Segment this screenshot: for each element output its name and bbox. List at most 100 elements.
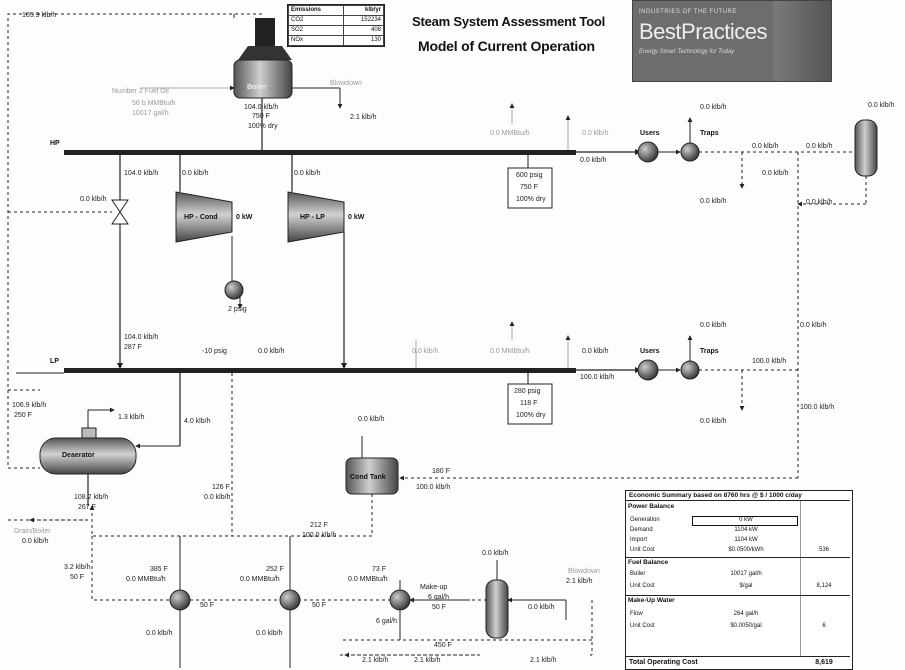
- hp-user-label: 0.0 klb/h: [580, 157, 606, 165]
- cond-tank-label: Cond Tank: [350, 474, 386, 482]
- makeup-temp: 50 F: [432, 604, 446, 612]
- blowdown2-value: 2.1 klb/h: [566, 578, 592, 586]
- hx2-bottom-flow: 0.0 klb/h: [256, 630, 282, 638]
- hx1-duty: 0.0 MMBtu/h: [126, 576, 166, 584]
- econ-row-value: $/gal: [716, 583, 776, 589]
- fuel-note: 10017 gal/h: [132, 110, 169, 118]
- econ-divider: [626, 595, 850, 596]
- boiler-shape: [234, 60, 292, 98]
- lp-mid-flow: 0.0 klb/h: [258, 348, 284, 356]
- econ-row-cost: 6: [802, 623, 846, 629]
- boiler-stack: [255, 18, 275, 46]
- blowdown2-label: Blowdown: [568, 568, 600, 576]
- hp-flash-tank: [855, 120, 877, 176]
- total-operating-cost-row: Total Operating Cost 8,619: [626, 656, 850, 669]
- lp-inflow-temp: 287 F: [124, 344, 142, 352]
- fuel-balance-title: Fuel Balance: [628, 559, 668, 566]
- prv-flow: 104.0 klb/h: [124, 170, 158, 178]
- bottom-temp: 50 F: [312, 602, 326, 610]
- cond-left-flow: 0.0 klb/h: [204, 494, 230, 502]
- total-label: Total Operating Cost: [629, 657, 698, 669]
- hp-right-flow: 0.0 klb/h: [752, 143, 778, 151]
- hp-trap-top: 0.0 klb/h: [700, 104, 726, 112]
- bottom-row-temp: 450 F: [434, 642, 452, 650]
- hplp-turbine-flow: 0.0 klb/h: [294, 170, 320, 178]
- econ-row-label: Unit Cost: [630, 623, 655, 629]
- deaerator-out-temp: 267 F: [78, 504, 96, 512]
- lp-trap: [681, 361, 699, 379]
- lp-header-pressure: 280 psig: [514, 388, 540, 396]
- hx3-duty: 0.0 MMBtu/h: [348, 576, 388, 584]
- deaerator-vent: 1.3 klb/h: [118, 414, 144, 422]
- deaerator-inflow: 106.9 klb/h: [12, 402, 46, 410]
- cond-tank-in-flow: 100.0 klb/h: [416, 484, 450, 492]
- deaerator-outflow: 108.2 klb/h: [74, 494, 108, 502]
- blowdown-label: Blowdown: [330, 80, 362, 88]
- lp-users: [638, 360, 658, 380]
- lp-vent-heat: 0.0 MMBtu/h: [490, 348, 530, 356]
- econ-row-cost: 536: [802, 547, 846, 553]
- hp-header-temp: 750 F: [520, 184, 538, 192]
- cond-power: 0 kW: [236, 214, 252, 222]
- hp-header-quality: 100% dry: [516, 196, 546, 204]
- econ-row-label: Flow: [630, 611, 643, 617]
- lp-header-pipe: [64, 368, 576, 373]
- bottom-temp: 50 F: [200, 602, 214, 610]
- flash2-mid-flow: 0.0 klb/h: [528, 604, 554, 612]
- hp-users-label: Users: [640, 130, 659, 138]
- lp-label: LP: [50, 358, 59, 366]
- hx1-temp-out: 385 F: [150, 566, 168, 574]
- hp-user-label: 0.0 klb/h: [582, 130, 608, 138]
- flash2-top-flow: 0.0 klb/h: [482, 550, 508, 558]
- bottom-row-flow: 2.1 klb/h: [414, 657, 440, 665]
- hp-trap-bottom: 0.0 klb/h: [700, 198, 726, 206]
- feed-flow-label: 105.9 klb/h: [22, 12, 56, 20]
- prv-left-flow: 0.0 klb/h: [80, 196, 106, 204]
- cost-column-divider: [800, 501, 801, 657]
- power-balance-title: Power Balance: [628, 503, 674, 510]
- hp-vent-label: 0.0 MMBtu/h: [490, 130, 530, 138]
- econ-row-value: $0.0500/kWh: [716, 547, 776, 553]
- hx1-bottom-flow: 0.0 klb/h: [146, 630, 172, 638]
- cond-out-flow: 100.0 klb/h: [302, 532, 336, 540]
- bottom-row-flow: 2.1 klb/h: [530, 657, 556, 665]
- lp-user-flow: 0.0 klb/h: [582, 348, 608, 356]
- econ-row-value: 1104 kW: [716, 527, 776, 533]
- deaerator-steam: 4.0 klb/h: [184, 418, 210, 426]
- econ-row-label: Generation: [630, 517, 660, 523]
- econ-row-label: Boiler: [630, 571, 645, 577]
- lp-trap-top: 0.0 klb/h: [700, 322, 726, 330]
- hp-header-pressure: 600 psig: [516, 172, 542, 180]
- blowdown-value: 2.1 klb/h: [350, 114, 376, 122]
- boiler-label: Boiler: [247, 84, 267, 92]
- hx2: [280, 590, 300, 610]
- cond-out-temp: 212 F: [310, 522, 328, 530]
- lp-vent: 0.0 klb/h: [412, 348, 438, 356]
- flash-top-flow: 0.0 klb/h: [868, 102, 894, 110]
- hp-cond-label: HP - Cond: [184, 214, 218, 222]
- hp-trap: [681, 143, 699, 161]
- total-value: 8,619: [802, 657, 846, 669]
- econ-row-label: Unit Cost: [630, 583, 655, 589]
- flash-return-flow: 0.0 klb/h: [806, 199, 832, 207]
- cond-tank-vent: 0.0 klb/h: [358, 416, 384, 424]
- drain-value: 0.0 klb/h: [22, 538, 48, 546]
- makeup-label: Make-up: [420, 584, 447, 592]
- econ-row-value: 0 kW: [716, 517, 776, 523]
- deaerator-inflow-temp: 250 F: [14, 412, 32, 420]
- hx3-temp: 73 F: [372, 566, 386, 574]
- lp-header-quality: 100% dry: [516, 412, 546, 420]
- lp-users-label: Users: [640, 348, 659, 356]
- hx2-temp: 252 F: [266, 566, 284, 574]
- hp-label: HP: [50, 140, 60, 148]
- right-return-flow: 0.0 klb/h: [800, 322, 826, 330]
- blowdown-flash-tank: [486, 580, 508, 638]
- lp-pressure: -10 psig: [202, 348, 227, 356]
- econ-row-label: Demand: [630, 527, 653, 533]
- cond-turbine-flow: 0.0 klb/h: [182, 170, 208, 178]
- drain-label: Drain/Boiler: [14, 528, 51, 536]
- boiler-quality: 100% dry: [248, 123, 278, 131]
- lp-right-flow: 100.0 klb/h: [752, 358, 786, 366]
- economic-summary-heading: Economic Summary based on 8760 hrs @ $ /…: [626, 491, 850, 501]
